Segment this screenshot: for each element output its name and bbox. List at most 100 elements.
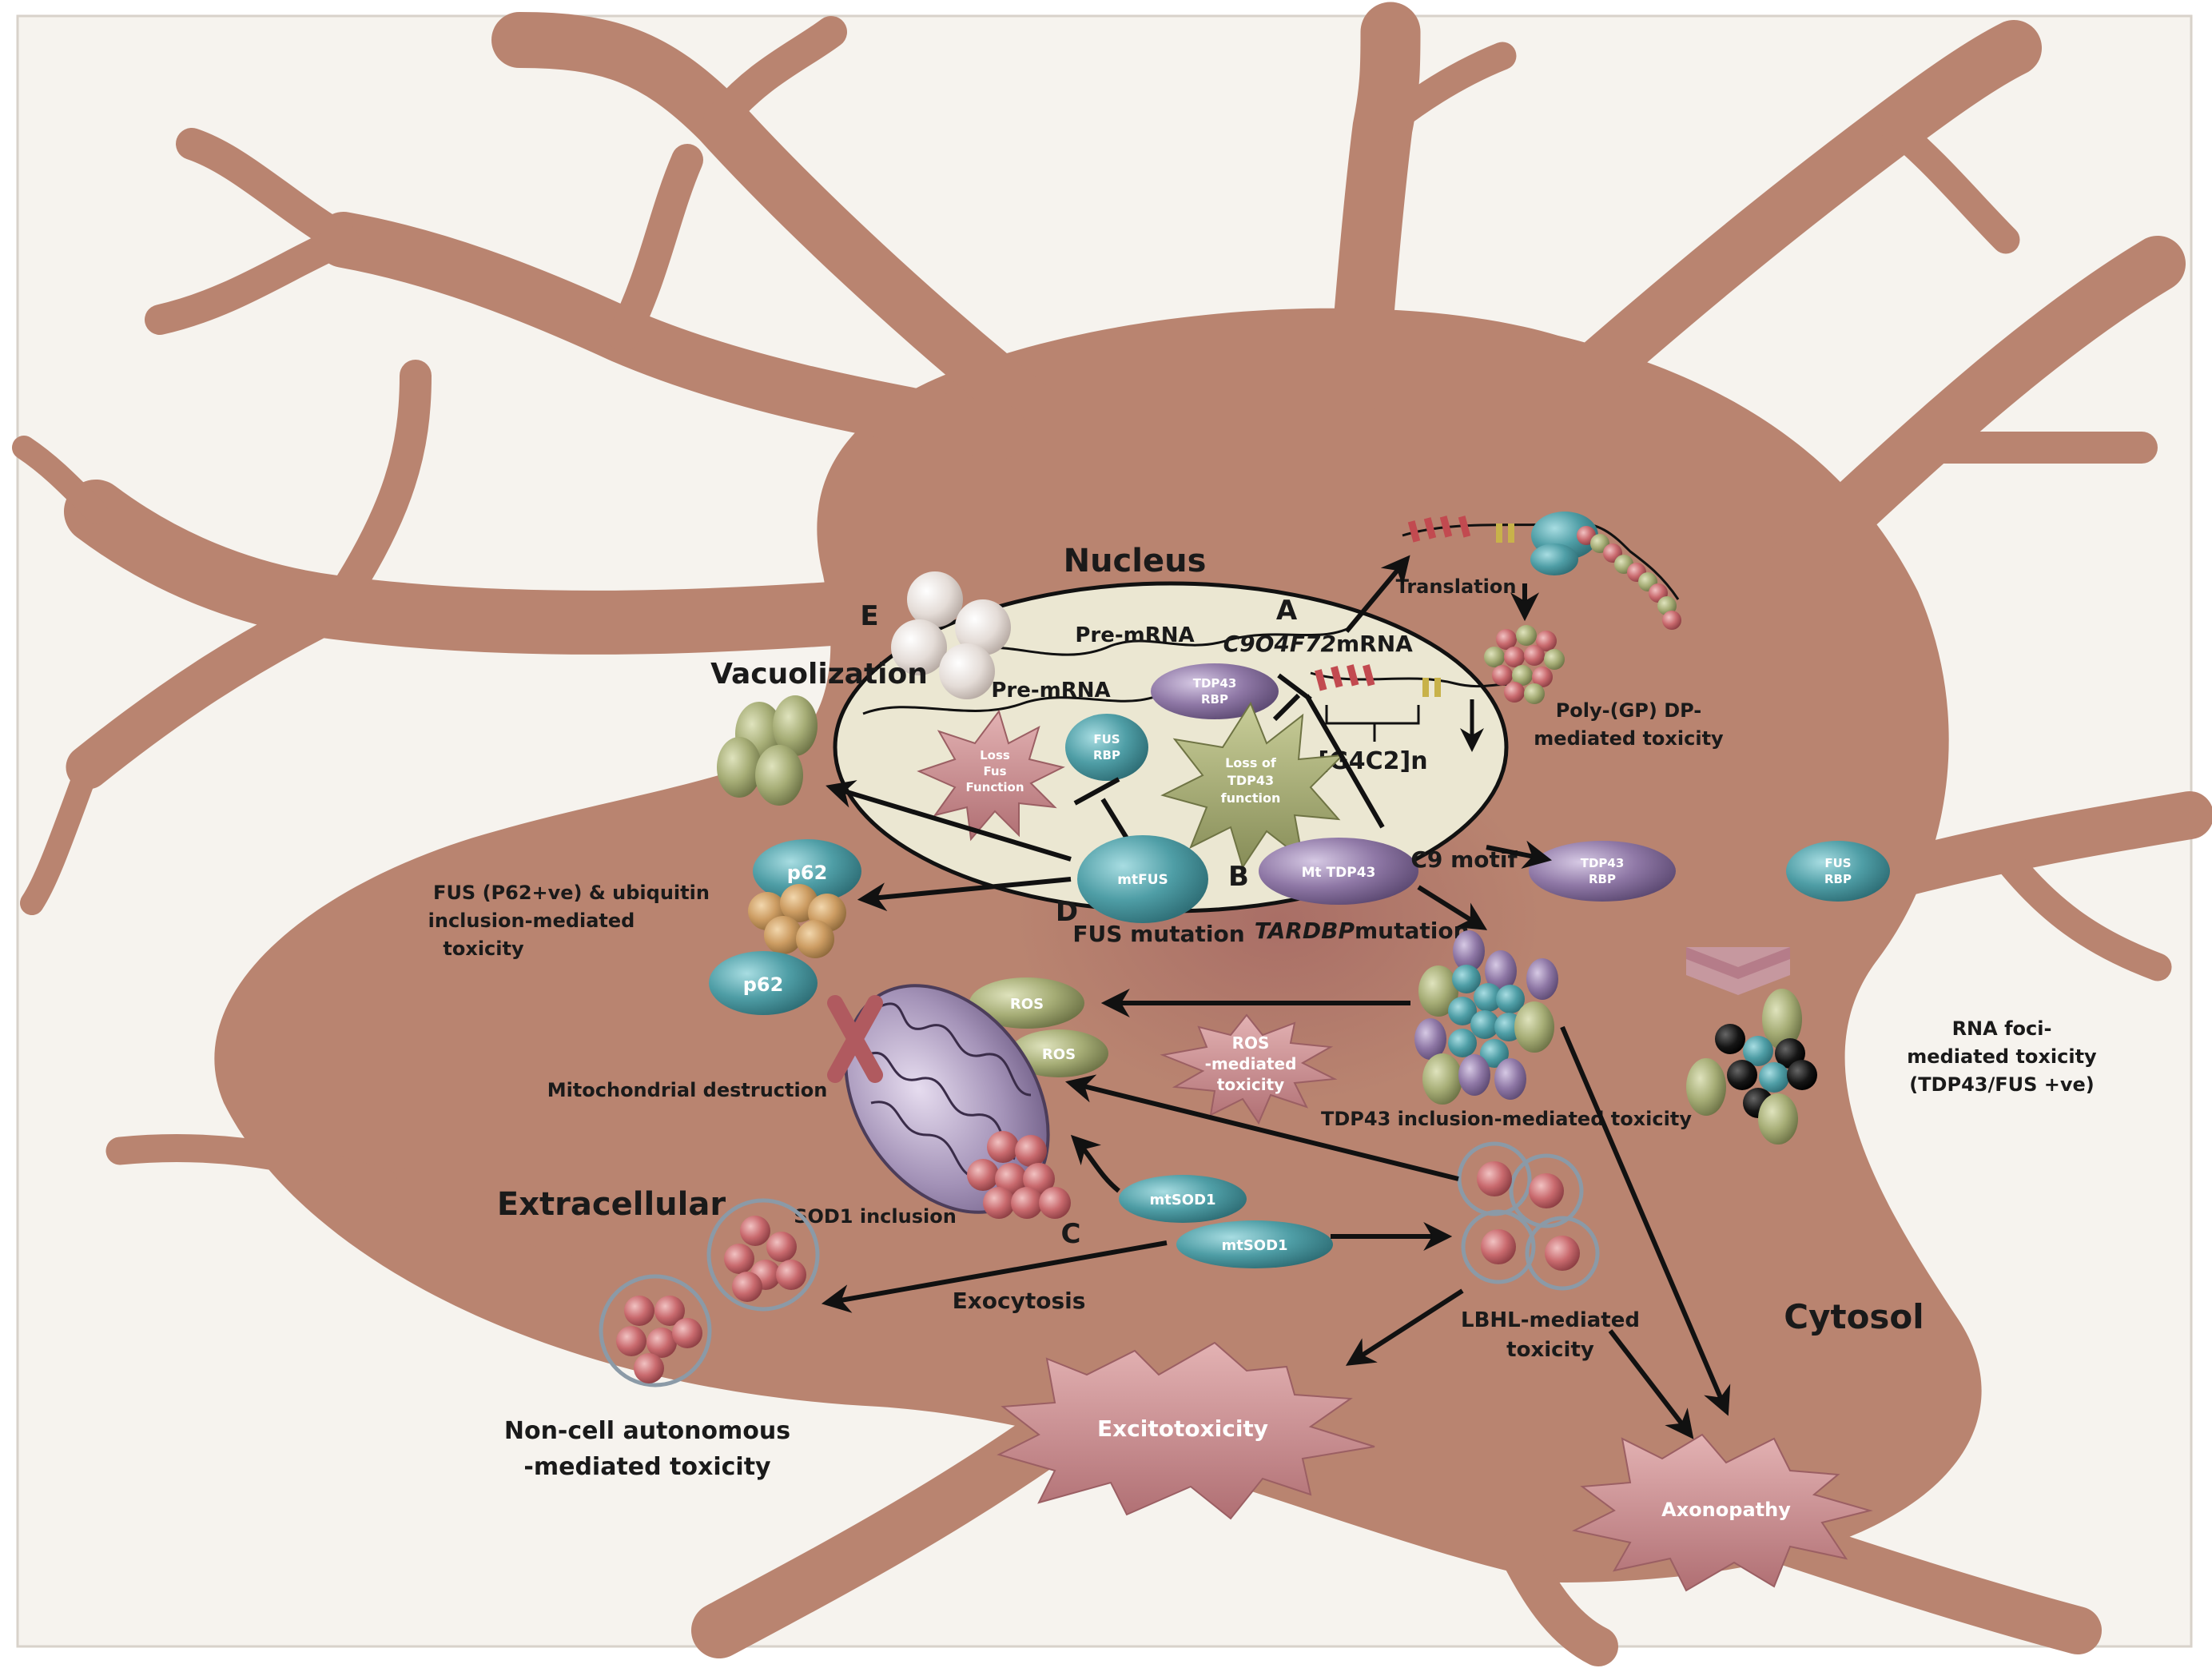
letter-b: B: [1228, 861, 1249, 893]
neuron-dendrites: [12, 2, 2212, 1666]
tdp43-rbp-nucleus: [1151, 663, 1279, 719]
exocytosis-label: Exocytosis: [953, 1288, 1086, 1314]
mitochondrion-x-mark: [827, 995, 883, 1083]
mt-tdp43-inclusion-arrow: [1417, 885, 1488, 930]
tdp43-inclusion-label: TDP43 inclusion-mediated toxicity: [1321, 1108, 1692, 1130]
mtfus-vacuolization-arrow: [826, 780, 1072, 862]
tdp43-axonopathy-arrow: [1560, 1025, 1731, 1416]
ros-tox-text-3: toxicity: [1217, 1075, 1284, 1094]
tdp43-rbp-cyto-text-2: RBP: [1589, 872, 1616, 886]
nucleus-label: Nucleus: [1064, 543, 1207, 579]
loss-fus-text-3: Function: [965, 780, 1024, 794]
rna-foci-cluster: [1686, 989, 1817, 1145]
ros-oval-1: [969, 977, 1084, 1029]
rna-foci-label-1: RNA foci-: [1952, 1017, 2052, 1040]
fus-p62-label-1: FUS (P62+ve) & ubiquitin: [433, 882, 710, 904]
c9-mrna-rest: mRNA: [1336, 631, 1413, 657]
non-cell-label-2: -mediated toxicity: [523, 1453, 771, 1481]
letter-a: A: [1276, 595, 1298, 627]
fus-mutation-label: FUS mutation: [1072, 921, 1244, 947]
letter-e: E: [860, 600, 878, 632]
mtfus-protein: [1077, 835, 1208, 923]
lbhl-label-1: LBHL-mediated: [1461, 1308, 1640, 1332]
p62-bottom-text: p62: [743, 973, 784, 996]
mtfus-p62-arrow: [857, 877, 1072, 912]
ros-tox-text-1: ROS: [1232, 1033, 1270, 1053]
fus-p62-label-3: toxicity: [443, 938, 524, 960]
mtsod1-protein-2: [1176, 1220, 1333, 1268]
c9-mrna-italic: C9O4F72: [1223, 631, 1336, 657]
lbhl-excitotoxicity-arrow: [1345, 1288, 1464, 1366]
cytosol-label: Cytosol: [1784, 1297, 1924, 1336]
mitochondrion-cristae: [866, 1002, 1032, 1180]
p62-fus-cluster: [709, 839, 861, 1015]
translation-label: Translation: [1396, 575, 1517, 598]
mtsod1-protein-1: [1119, 1175, 1247, 1223]
sod1-inclusion-label: SOD1 inclusion: [794, 1205, 957, 1228]
tdp43-rbp-nuc-text-2: RBP: [1201, 692, 1228, 707]
non-cell-label-1: Non-cell autonomous: [504, 1417, 790, 1445]
mtsod1-sod1-arrow: [1070, 1134, 1120, 1193]
extracellular-vesicles: [599, 1198, 820, 1387]
fus-rbp-nuc-text-1: FUS: [1093, 732, 1120, 746]
fus-rbp-nucleus: [1065, 714, 1148, 781]
tdp43-rbp-cytosol: [1529, 841, 1676, 902]
mtsod1-text-2: mtSOD1: [1221, 1237, 1287, 1254]
ros-text-2: ROS: [1042, 1046, 1076, 1063]
rna-foci-label-3: (TDP43/FUS +ve): [1909, 1073, 2095, 1096]
loss-tdp-text-2: TDP43: [1227, 773, 1274, 788]
letter-c: C: [1061, 1218, 1081, 1250]
c9-translation-arrow: [1344, 555, 1410, 633]
tdp43-rbp-nuc-text-1: TDP43: [1193, 676, 1237, 691]
rna-foci-label-2: mediated toxicity: [1907, 1045, 2097, 1068]
exocytosis-arrow: [821, 1240, 1168, 1313]
fus-rbp-nuc-text-2: RBP: [1093, 748, 1120, 762]
ros-text-1: ROS: [1010, 996, 1044, 1013]
mtsod1-text-1: mtSOD1: [1149, 1192, 1215, 1208]
axonopathy-star: [1572, 1433, 1873, 1592]
fus-p62-label-2: inclusion-mediated: [428, 910, 635, 932]
sod1-inclusion-cluster: [967, 1131, 1071, 1219]
lbhl-vesicle-cluster: [1457, 1141, 1600, 1291]
g4c2-repeats: [1315, 664, 1441, 697]
tardbp-rest: mutation: [1355, 918, 1470, 944]
excitotoxicity-text: Excitotoxicity: [1097, 1415, 1268, 1442]
loss-tdp-text-1: Loss of: [1225, 755, 1277, 770]
poly-gp-label-1: Poly-(GP) DP-: [1556, 699, 1702, 722]
chevron-shading: [1686, 947, 1790, 979]
loss-fus-text-2: Fus: [983, 764, 1006, 778]
vacuolization-green-cluster: [717, 695, 818, 806]
mtfus-text: mtFUS: [1117, 872, 1168, 888]
mt-tdp43-protein: [1259, 838, 1418, 905]
lbhl-axonopathy-arrow: [1608, 1329, 1694, 1439]
loss-fus-text-1: Loss: [980, 748, 1010, 762]
p62-top-text: p62: [787, 862, 828, 884]
fus-rbp-cyto-text-1: FUS: [1824, 856, 1851, 870]
excitotoxicity-star: [997, 1341, 1375, 1520]
ros-oval-2: [1009, 1029, 1108, 1077]
fus-rbp-cyto-text-2: RBP: [1824, 872, 1852, 886]
loss-tdp43-function-star: [1160, 701, 1345, 870]
tdp43-inclusion-cluster: [1414, 930, 1558, 1105]
vacuolization-label: Vacuolization: [710, 658, 928, 691]
pre-mrna-label-1: Pre-mRNA: [1075, 623, 1194, 647]
translation-ribosome-chain: [1402, 512, 1681, 630]
lbhl-ros-arrow: [1065, 1074, 1459, 1181]
c9-motif-arrow: [1486, 840, 1553, 870]
mt-tdp43-text: Mt TDP43: [1302, 865, 1376, 881]
vacuoles-e: [891, 571, 1011, 699]
fus-rbp-cytosol: [1786, 841, 1890, 902]
letter-d: D: [1056, 896, 1078, 928]
mito-destruction-label: Mitochondrial destruction: [547, 1079, 828, 1101]
extracellular-label: Extracellular: [497, 1186, 726, 1223]
lbhl-label-2: toxicity: [1506, 1338, 1594, 1362]
axonopathy-text: Axonopathy: [1661, 1499, 1791, 1521]
lbhl-contents: [1477, 1161, 1580, 1271]
g4c2-bracket: [1325, 705, 1420, 742]
loss-fus-function-star: [917, 709, 1065, 842]
ros-tox-text-2: -mediated: [1205, 1054, 1297, 1073]
tardbp-italic: TARDBP: [1255, 918, 1355, 944]
tdp43-rbp-cyto-text-1: TDP43: [1581, 856, 1625, 870]
